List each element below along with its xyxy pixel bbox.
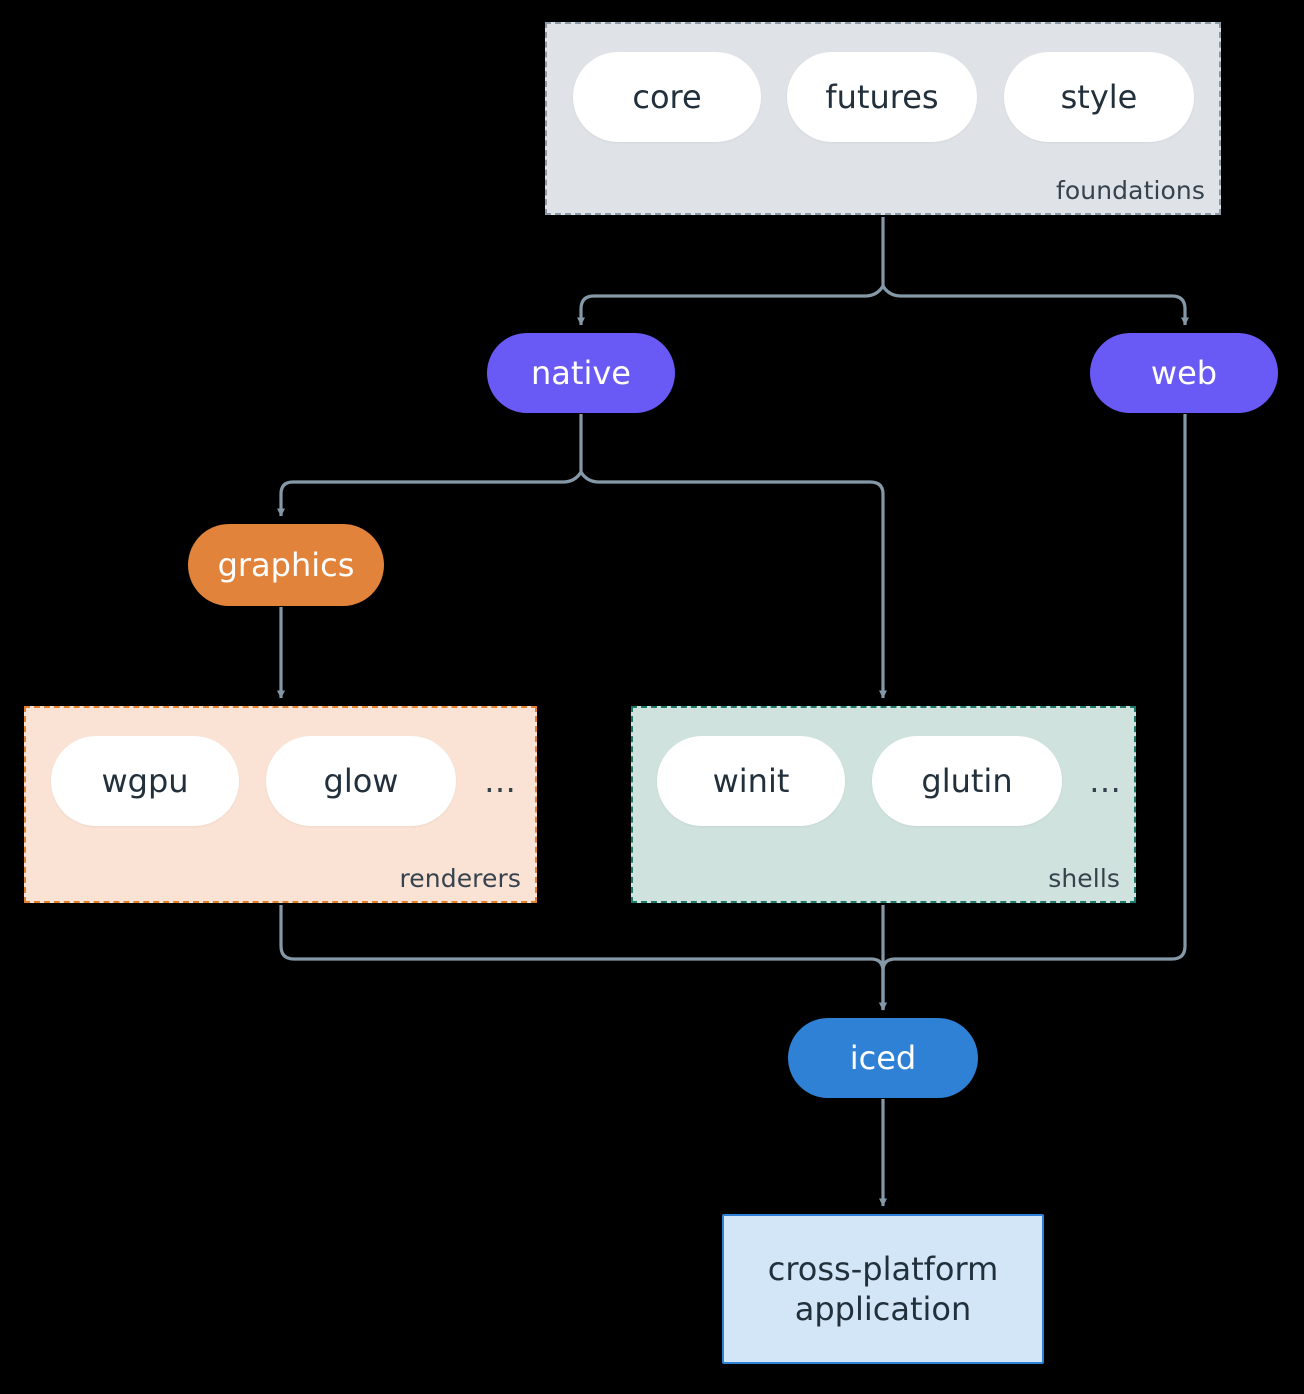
node-glow[interactable]: glow — [266, 736, 456, 826]
application-label-line-2: application — [794, 1290, 972, 1328]
node-graphics[interactable]: graphics — [188, 524, 384, 606]
edge-native-to-shells — [579, 471, 887, 699]
cluster-foundations-label: foundations — [1056, 176, 1205, 205]
node-winit[interactable]: winit — [657, 736, 845, 826]
edge-foundations-to-native — [577, 285, 885, 326]
node-glutin[interactable]: glutin — [872, 736, 1062, 826]
node-core[interactable]: core — [573, 52, 761, 142]
node-style[interactable]: style — [1004, 52, 1194, 142]
application-label-line-1: cross-platform — [767, 1250, 999, 1288]
node-futures[interactable]: futures — [787, 52, 977, 142]
node-renderers-more: … — [484, 762, 516, 800]
node-shells-more: … — [1089, 762, 1121, 800]
node-web[interactable]: web — [1090, 333, 1278, 413]
node-wgpu[interactable]: wgpu — [51, 736, 239, 826]
edge-foundations-to-web — [881, 285, 1189, 326]
cluster-shells-label: shells — [1048, 864, 1120, 893]
node-cross-platform-application[interactable]: cross-platform application — [722, 1214, 1044, 1364]
edge-renderers-to-iced — [279, 905, 887, 1011]
cluster-renderers-label: renderers — [399, 864, 521, 893]
node-native[interactable]: native — [487, 333, 675, 413]
edge-native-to-graphics — [277, 471, 583, 517]
node-iced[interactable]: iced — [788, 1018, 978, 1098]
